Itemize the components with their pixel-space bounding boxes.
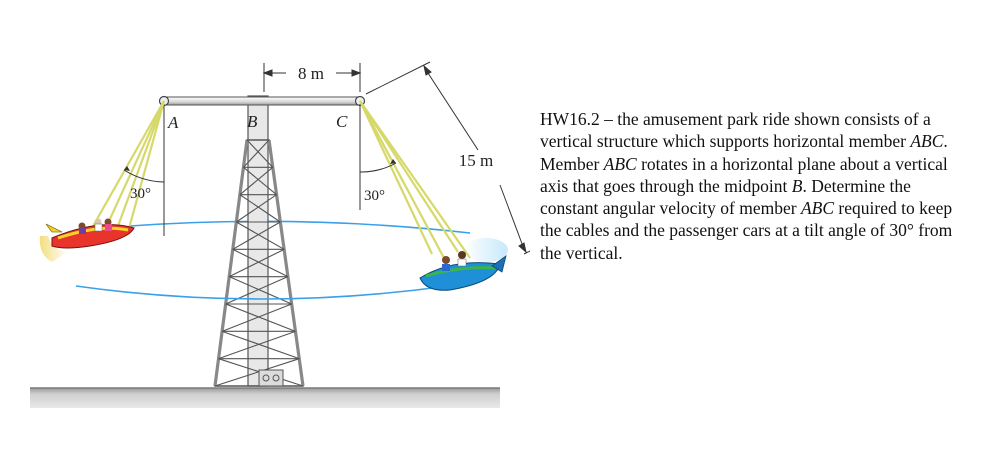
tower-brace [243, 139, 270, 168]
passenger-car-right [419, 238, 508, 291]
tower-brace [236, 194, 277, 223]
problem-text-3: rotates in a horizontal plane about a ve… [540, 153, 948, 196]
ground [30, 387, 500, 408]
tower-brace [246, 139, 274, 168]
tower-brace [236, 221, 285, 250]
label-a: A [167, 113, 179, 132]
angle-label-right: 30° [364, 188, 385, 204]
tower-brace [218, 330, 296, 360]
angle-arc-left [123, 169, 165, 183]
dimension-15m [365, 61, 530, 255]
angle-arc-right [359, 162, 397, 173]
midpoint-b-symbol: B [791, 175, 803, 196]
angle-label-left: 30° [130, 186, 151, 202]
beam-abc [158, 95, 366, 107]
cables-right [359, 100, 471, 259]
dimension-15m-label: 15 m [459, 151, 493, 170]
dimension-8m-label: 8 m [298, 64, 324, 83]
member-abc-symbol: ABC [910, 131, 944, 152]
label-b: B [247, 112, 258, 131]
problem-text-1: HW16.2 – the amusement park ride shown c… [540, 109, 931, 152]
problem-statement: HW16.2 – the amusement park ride shown c… [540, 108, 965, 264]
tower-brace [221, 330, 300, 360]
cables-left [91, 100, 166, 233]
member-abc-symbol: ABC [603, 153, 637, 174]
problem-text-2: . Member [540, 131, 948, 174]
problem-text-4: . Determine the constant angular velocit… [540, 175, 911, 219]
tower-brace [239, 194, 281, 223]
label-c: C [336, 112, 348, 131]
tower-brace [221, 303, 292, 332]
dimension-8m [262, 63, 362, 92]
tower-brace [232, 221, 281, 250]
member-abc-symbol: ABC [800, 198, 835, 219]
orbit-path-back [129, 220, 471, 234]
tower-brace [239, 166, 274, 196]
tower-brace [232, 248, 289, 278]
passenger-car-left [39, 218, 135, 262]
problem-text-5: required to keep the cables and the pass… [540, 198, 953, 263]
tower-brace [228, 248, 285, 278]
tower-brace [243, 166, 277, 196]
orbit-path-front [75, 285, 449, 300]
tower [213, 95, 305, 387]
tower-brace [214, 358, 300, 387]
ride-figure: 8 m 15 m A B C 30° 30° [30, 61, 530, 408]
tower-brace [225, 303, 296, 332]
